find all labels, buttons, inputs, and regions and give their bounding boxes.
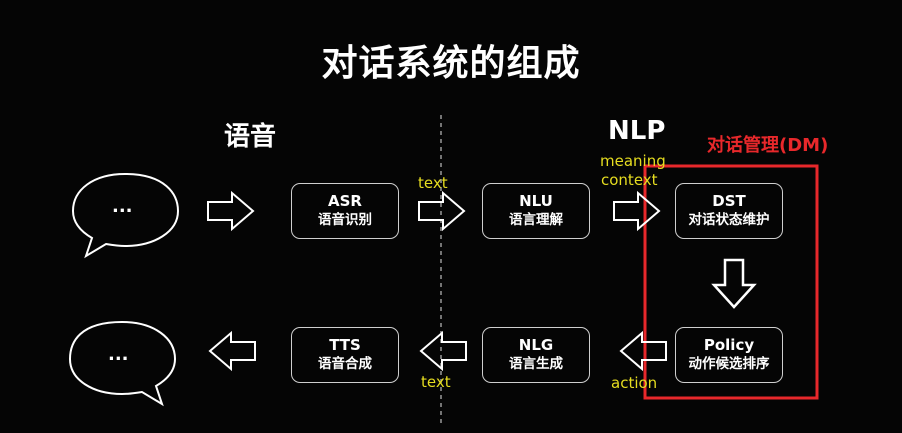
dm-label: 对话管理(DM): [707, 135, 829, 156]
edge-label-asr-nlu: text: [418, 174, 448, 192]
bubble-text-bottom: ...: [108, 344, 129, 365]
asr-subtitle: 语音识别: [318, 212, 372, 228]
dm-frame: [643, 164, 819, 400]
policy-module: Policy 动作候选排序: [675, 327, 783, 383]
nlu-module: NLU 语言理解: [482, 183, 590, 239]
dst-module: DST 对话状态维护: [675, 183, 783, 239]
edge-label-nlu-dst-meaning: meaning: [600, 152, 666, 170]
edge-label-policy-nlg: action: [611, 374, 658, 392]
section-label-speech: 语音: [224, 122, 277, 152]
policy-subtitle: 动作候选排序: [688, 356, 770, 372]
diagram-title: 对话系统的组成: [321, 43, 581, 84]
asr-title: ASR: [328, 192, 362, 210]
tts-module: TTS 语音合成: [291, 327, 399, 383]
nlg-subtitle: 语言生成: [509, 356, 563, 372]
nlg-title: NLG: [518, 336, 554, 354]
speech-bubble-bottom: [68, 320, 177, 407]
nlu-subtitle: 语言理解: [509, 212, 563, 228]
arrow-nlu-to-dst: [613, 190, 661, 232]
arrow-tts-to-bubble: [208, 330, 256, 372]
policy-title: Policy: [703, 336, 755, 354]
tts-subtitle: 语音合成: [318, 356, 372, 372]
edge-label-nlg-tts: text: [421, 373, 451, 391]
edge-label-nlu-dst-context: context: [601, 171, 658, 189]
nlg-module: NLG 语言生成: [482, 327, 590, 383]
arrow-policy-to-nlg: [619, 330, 667, 372]
section-label-nlp: NLP: [608, 116, 666, 146]
arrow-nlg-to-tts: [419, 330, 467, 372]
arrow-bubble-to-asr: [207, 190, 255, 232]
dst-subtitle: 对话状态维护: [688, 212, 770, 228]
tts-title: TTS: [329, 336, 361, 354]
dst-title: DST: [712, 192, 746, 210]
speech-bubble-top: [71, 172, 180, 259]
asr-module: ASR 语音识别: [291, 183, 399, 239]
bubble-text-top: ...: [112, 196, 133, 217]
arrow-asr-to-nlu: [418, 190, 466, 232]
arrow-dst-to-policy: [711, 258, 757, 309]
nlu-title: NLU: [519, 192, 553, 210]
